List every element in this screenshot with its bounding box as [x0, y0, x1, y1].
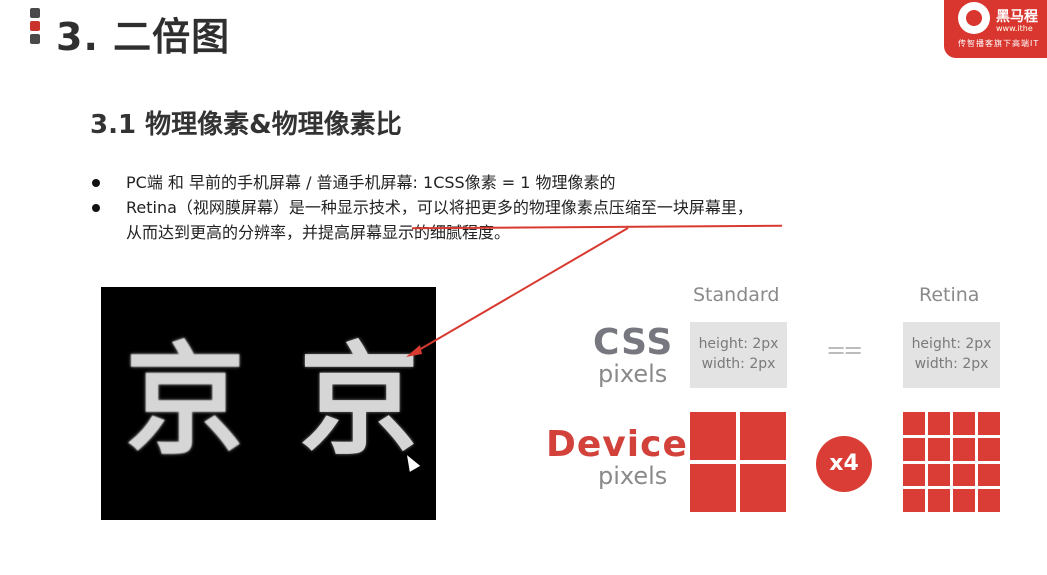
device-pixel — [978, 463, 1000, 487]
standard-height: height: 2px — [698, 336, 779, 352]
bullet-item: Retina（视网膜屏幕）是一种显示技术，可以将把更多的物理像素点压缩至一块屏幕… — [90, 195, 850, 220]
device-pixel — [928, 463, 950, 487]
device-label: Device — [546, 424, 688, 465]
retina-device-pixel-grid — [903, 412, 1000, 512]
device-pixel — [928, 489, 950, 512]
logo-slogan: 传智播客旗下高端IT — [958, 39, 1040, 48]
marker-dark — [30, 8, 40, 18]
device-sub-label: pixels — [598, 462, 668, 490]
css-sub-label: pixels — [598, 360, 668, 388]
bullet-list: PC端 和 早前的手机屏幕 / 普通手机屏幕: 1CSS像素 = 1 物理像素的… — [90, 170, 850, 245]
brand-logo: 黑马程 www.ithe 传智播客旗下高端IT — [944, 0, 1047, 58]
standard-width: width: 2px — [701, 356, 776, 372]
standard-css-box: height: 2px width: 2px — [690, 322, 787, 388]
css-label: CSS — [593, 322, 674, 363]
device-pixel — [903, 463, 925, 487]
device-pixel — [690, 412, 736, 460]
device-pixel — [978, 412, 1000, 435]
logo-name: 黑马程 — [996, 9, 1038, 25]
device-pixel — [740, 412, 786, 460]
device-pixel — [953, 489, 975, 512]
logo-emblem-icon — [958, 2, 990, 34]
device-pixel — [928, 437, 950, 461]
retina-height: height: 2px — [911, 336, 992, 352]
marker-red — [30, 21, 40, 31]
retina-width: width: 2px — [914, 356, 989, 372]
device-pixel — [978, 437, 1000, 461]
device-pixel — [953, 463, 975, 487]
slide-bullet-markers — [30, 8, 40, 47]
page-title: 3. 二倍图 — [56, 15, 231, 59]
bullet-continuation: 从而达到更高的分辨率，并提高屏幕显示的细腻程度。 — [126, 223, 511, 242]
bullet-item: PC端 和 早前的手机屏幕 / 普通手机屏幕: 1CSS像素 = 1 物理像素的 — [90, 170, 850, 195]
logo-url: www.ithe — [996, 24, 1033, 33]
device-pixel — [928, 412, 950, 435]
device-pixel — [740, 464, 786, 512]
glyph-standard: 京 — [125, 332, 245, 471]
device-pixel — [978, 489, 1000, 512]
glyph-retina: 京 — [299, 332, 419, 471]
equals-sign: == — [826, 336, 863, 364]
device-pixel — [903, 437, 925, 461]
device-pixel — [903, 489, 925, 512]
retina-comparison-photo: 京 京 — [101, 287, 436, 520]
marker-dark — [30, 34, 40, 44]
retina-label: Retina — [919, 284, 980, 306]
device-pixel — [690, 464, 736, 512]
standard-label: Standard — [693, 284, 780, 306]
device-pixel — [903, 412, 925, 435]
standard-device-pixel-grid — [690, 412, 786, 512]
retina-css-box: height: 2px width: 2px — [903, 322, 1000, 388]
device-pixel — [953, 437, 975, 461]
section-title: 3.1 物理像素&物理像素比 — [90, 110, 402, 140]
multiplier-badge: x4 — [816, 436, 872, 492]
device-pixel — [953, 412, 975, 435]
